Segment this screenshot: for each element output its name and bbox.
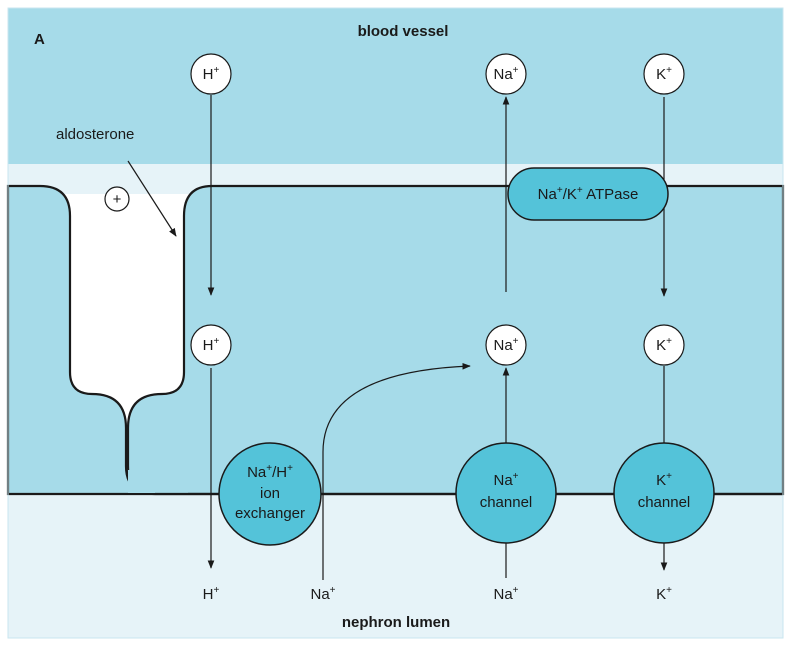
svg-text:H+: H+ (203, 336, 220, 354)
na-plus-blood-ion: Na+ (485, 53, 527, 95)
stimulation-symbol: + (104, 186, 130, 212)
svg-text:K+: K+ (656, 471, 672, 489)
h-plus-lumen-label: H+ (203, 585, 220, 603)
svg-text:Na+: Na+ (493, 65, 518, 83)
svg-text:+: + (113, 191, 122, 208)
svg-text:H+: H+ (203, 65, 220, 83)
blood-vessel-label: blood vessel (358, 23, 449, 40)
h-plus-cell-ion: H+ (190, 324, 232, 366)
na-k-atpase: Na+/K+ ATPase (507, 167, 669, 221)
svg-text:Na+: Na+ (493, 471, 518, 489)
svg-text:channel: channel (638, 494, 691, 511)
k-channel: K+ channel (613, 442, 715, 544)
figure-border (7, 7, 784, 639)
k-plus-lumen-label: K+ (656, 585, 672, 603)
k-plus-blood-ion: K+ (643, 53, 685, 95)
na-plus-lumen-label-right: Na+ (493, 585, 518, 603)
nephron-lumen-label: nephron lumen (342, 614, 450, 631)
na-plus-lumen-label-left: Na+ (310, 585, 335, 603)
na-channel: Na+ channel (455, 442, 557, 544)
svg-text:exchanger: exchanger (235, 505, 305, 522)
na-plus-cell-ion: Na+ (485, 324, 527, 366)
svg-text:K+: K+ (656, 336, 672, 354)
svg-text:Na+: Na+ (493, 336, 518, 354)
aldosterone-arrow (127, 160, 177, 237)
svg-text:K+: K+ (656, 65, 672, 83)
panel-label: A (34, 31, 45, 48)
svg-text:ion: ion (260, 485, 280, 502)
svg-text:channel: channel (480, 494, 533, 511)
aldosterone-label: aldosterone (56, 126, 134, 143)
k-plus-cell-ion: K+ (643, 324, 685, 366)
svg-text:Na+/K+ ATPase: Na+/K+ ATPase (538, 185, 639, 203)
na-plus-uptake-arrow (322, 362, 471, 580)
svg-text:Na+/H+: Na+/H+ (247, 463, 293, 481)
h-plus-blood-ion: H+ (190, 53, 232, 95)
na-h-exchanger: Na+/H+ ion exchanger (218, 442, 322, 546)
